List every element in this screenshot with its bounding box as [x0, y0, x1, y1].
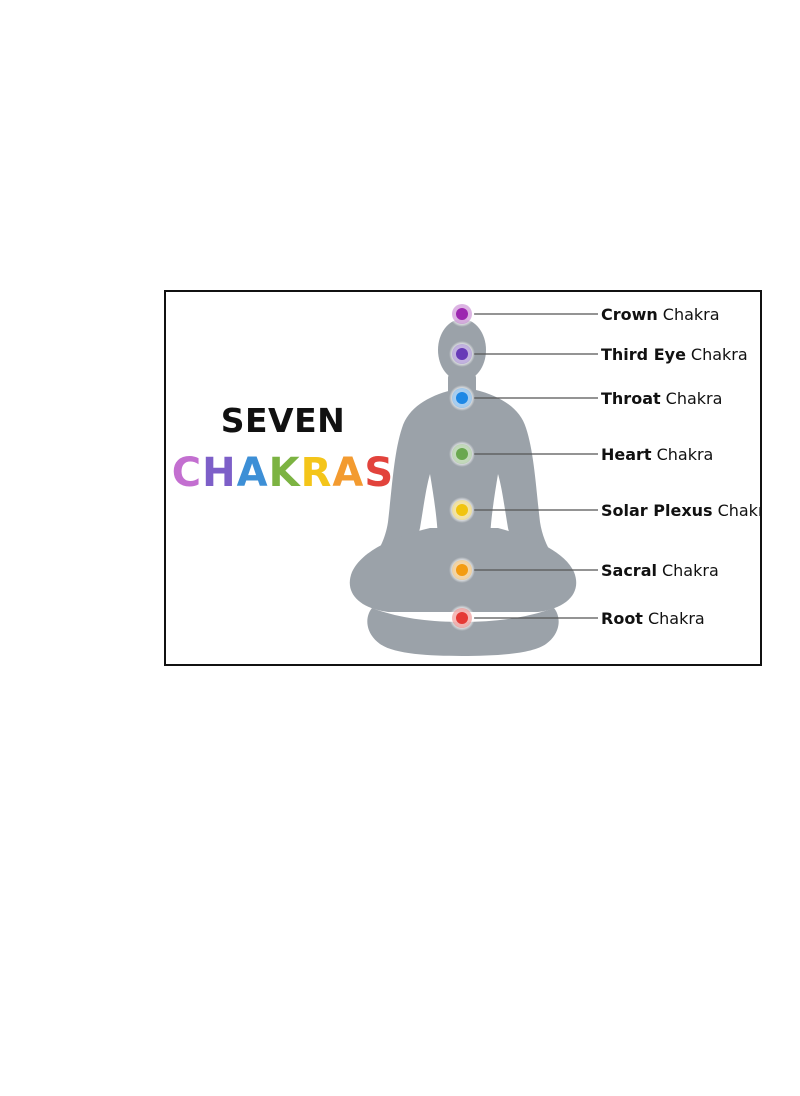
chakra-sacral: Sacral Chakra [449, 557, 719, 583]
chakra-dot [456, 564, 468, 576]
chakra-label-name: Sacral [601, 561, 657, 580]
chakra-crown: Crown Chakra [449, 301, 720, 327]
title-chakras-letter: K [269, 450, 302, 496]
chakra-label-suffix: Chakra [663, 305, 720, 324]
chakra-label: Solar Plexus Chakra [601, 501, 760, 520]
chakra-root: Root Chakra [449, 605, 705, 631]
chakra-label-suffix: Chakra [718, 501, 760, 520]
chakra-label: Crown Chakra [601, 305, 720, 324]
title-chakras-letter: R [301, 450, 333, 496]
chakra-label-suffix: Chakra [648, 609, 705, 628]
title-chakras: CHAKRAS [172, 450, 394, 496]
title-chakras-letter: H [202, 450, 236, 496]
figure-base [367, 608, 559, 656]
chakra-dot [456, 612, 468, 624]
chakra-label: Sacral Chakra [601, 561, 719, 580]
chakra-solar-plexus: Solar Plexus Chakra [449, 497, 760, 523]
chakra-dot [456, 392, 468, 404]
chakra-dot [456, 504, 468, 516]
chakra-label: Heart Chakra [601, 445, 713, 464]
chakra-label-suffix: Chakra [691, 345, 748, 364]
chakra-label-name: Root [601, 609, 643, 628]
title-chakras-letter: A [332, 450, 364, 496]
chakra-dot [456, 448, 468, 460]
chakra-label: Throat Chakra [601, 389, 722, 408]
chakra-dot [456, 348, 468, 360]
chakra-label-suffix: Chakra [666, 389, 723, 408]
chakra-heart: Heart Chakra [449, 441, 713, 467]
title-seven: SEVEN [221, 401, 346, 440]
chakra-label-name: Throat [601, 389, 661, 408]
chakra-third-eye: Third Eye Chakra [449, 341, 748, 367]
chakra-dot [456, 308, 468, 320]
chakra-label-name: Solar Plexus [601, 501, 713, 520]
chakra-label-suffix: Chakra [662, 561, 719, 580]
chakra-label-name: Heart [601, 445, 652, 464]
title-chakras-letter: S [364, 450, 394, 496]
title-chakras-letter: C [172, 450, 202, 496]
chakra-label-name: Third Eye [601, 345, 686, 364]
chakra-label: Root Chakra [601, 609, 705, 628]
title-chakras-letter: A [237, 450, 269, 496]
chakra-throat: Throat Chakra [449, 385, 722, 411]
chakra-label: Third Eye Chakra [601, 345, 748, 364]
chakra-label-suffix: Chakra [657, 445, 714, 464]
chakra-label-name: Crown [601, 305, 658, 324]
